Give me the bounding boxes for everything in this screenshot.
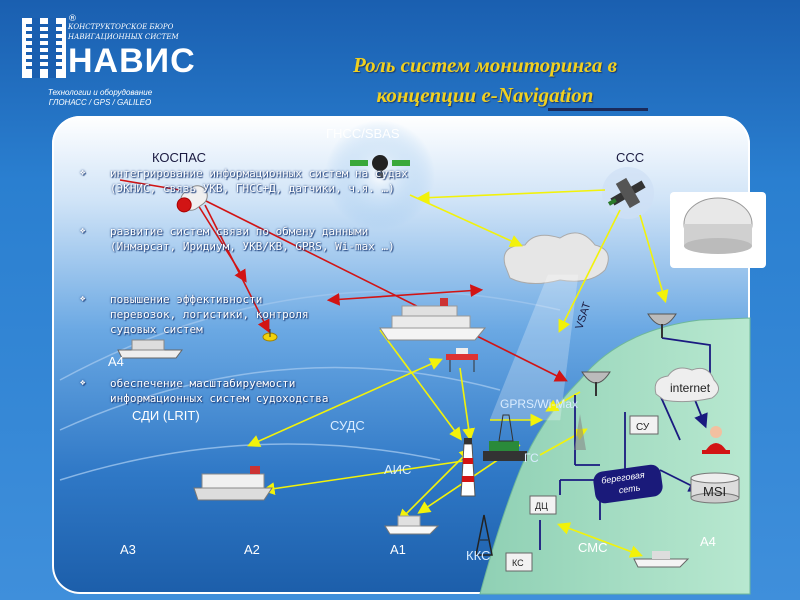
speedboat-a4-icon	[633, 551, 690, 568]
drilling-rig-icon	[483, 414, 527, 461]
label-kks: ККС	[466, 548, 490, 563]
label-vsat: VSAT	[573, 300, 593, 331]
kks-tower-icon	[475, 514, 493, 556]
label-msi: MSI	[703, 484, 726, 499]
label-a4-right: А4	[700, 534, 716, 549]
navis-logo-mark-icon	[22, 18, 66, 78]
label-dc: ДЦ	[535, 501, 548, 511]
satellite-dish-1-icon	[647, 313, 677, 338]
bullet-4-line1: обеспечение масштабируемости	[110, 377, 296, 390]
label-a3: А3	[120, 542, 136, 557]
label-su: СУ	[636, 422, 650, 433]
motor-yacht-a1-icon	[384, 515, 440, 535]
logo-subtitle: КОНСТРУКТОРСКОЕ БЮРО НАВИГАЦИОННЫХ СИСТЕ…	[68, 22, 179, 42]
diamond-bullet-icon: ❖	[80, 294, 86, 304]
slide-title-line2: концепции e-Navigation	[376, 83, 594, 107]
satellite-dish-2-icon	[581, 371, 611, 396]
bullet-2-line1: развитие систем связи по обмену данными	[110, 225, 369, 238]
tagline-line2: ГЛОНАСС / GPS / GALILEO	[48, 98, 152, 107]
label-gs: ГС	[524, 451, 539, 465]
label-ais: АИС	[384, 462, 411, 477]
msi-cylinder-icon	[690, 472, 740, 504]
red-links	[119, 179, 568, 382]
yellow-links	[247, 189, 669, 558]
label-gprs: GPRS/Wi-Max	[500, 397, 578, 411]
logo-subtitle-line2: НАВИГАЦИОННЫХ СИСТЕМ	[68, 33, 179, 41]
logo-name: НАВИС	[68, 42, 196, 80]
label-internet: internet	[670, 381, 711, 395]
label-gnss: ГНСС/SBAS	[326, 126, 400, 141]
label-ks: КС	[512, 558, 524, 568]
kospas-satellite-icon	[176, 185, 208, 213]
label-suds: СУДС	[330, 418, 365, 433]
cloud-icon	[503, 232, 609, 284]
label-a1: А1	[390, 542, 406, 557]
ks-box	[505, 552, 533, 572]
label-a4-left: А4	[108, 354, 124, 369]
dome-antenna-icon	[670, 192, 766, 268]
label-sdi: СДИ (LRIT)	[132, 408, 200, 423]
label-shore-net-2: сеть	[618, 482, 641, 495]
header-branding: ® КОНСТРУКТОРСКОЕ БЮРО НАВИГАЦИОННЫХ СИС…	[0, 0, 200, 115]
label-a2: А2	[244, 542, 260, 557]
dc-box	[529, 495, 557, 515]
label-kospas: КОСПАС	[152, 150, 206, 165]
tagline: Технологии и оборудование ГЛОНАСС / GPS …	[10, 88, 190, 108]
patrol-ship-a4-icon	[117, 339, 183, 359]
vsat-beam	[489, 274, 579, 421]
internet-cloud-icon	[654, 367, 719, 403]
gnss-satellite-icon	[350, 155, 410, 178]
logo-subtitle-line1: КОНСТРУКТОРСКОЕ БЮРО	[68, 23, 174, 31]
su-box	[629, 415, 659, 435]
label-sss: ССС	[616, 150, 644, 165]
bullet-1-line2: (ЭКНИС, связь УКВ, ГНСС+Д, датчики, ч.я.…	[110, 182, 395, 195]
diamond-bullet-icon: ❖	[80, 168, 86, 178]
navis-logo: ® КОНСТРУКТОРСКОЕ БЮРО НАВИГАЦИОННЫХ СИС…	[22, 14, 195, 83]
cruise-ship-icon	[379, 298, 487, 341]
radar-mast-icon	[574, 414, 586, 450]
registered-mark: ®	[68, 14, 77, 24]
bullet-2-line2: (Инмарсат, Иридиум, УКВ/КВ, GPRS, Wi-max…	[110, 240, 395, 253]
diamond-bullet-icon: ❖	[80, 226, 86, 236]
slide-title-line1: Роль систем мониторинга в	[353, 53, 617, 77]
lighthouse-icon	[460, 438, 476, 497]
title-underline	[548, 108, 648, 111]
label-sms: СМС	[578, 540, 607, 555]
bullet-4-line2: информационных систем судоходства	[110, 392, 329, 405]
buoy-icon	[262, 329, 278, 342]
bullet-1-line1: интегрирование информационных систем на …	[110, 167, 409, 180]
shore-network-box	[593, 464, 663, 504]
slide-title: Роль систем мониторинга в концепции e-Na…	[300, 50, 670, 110]
tagline-line1: Технологии и оборудование	[47, 88, 153, 97]
cargo-ship-a2-icon	[193, 466, 273, 501]
bullet-3-line3: судовых систем	[110, 323, 203, 336]
operator-person-icon	[702, 426, 730, 454]
diamond-bullet-icon: ❖	[80, 378, 86, 388]
offshore-platform-icon	[446, 348, 478, 372]
bullet-3-line2: перевозок, логистики, контроля	[110, 308, 309, 321]
sss-satellite-icon	[602, 167, 654, 219]
bullet-3-line1: повышение эффективности	[110, 293, 263, 306]
